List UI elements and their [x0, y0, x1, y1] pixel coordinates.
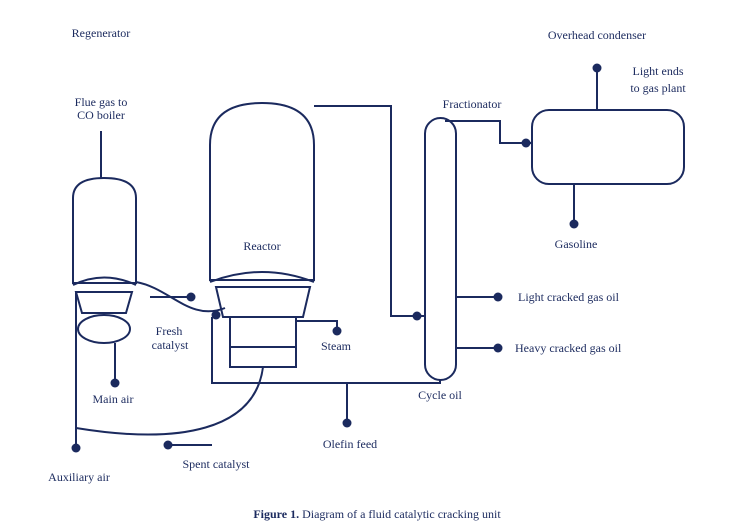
figure-number: Figure 1. [253, 507, 299, 521]
main-air-node [110, 378, 120, 388]
fresh-catalyst-node [186, 292, 196, 302]
reactor-vessel [209, 101, 315, 368]
fractionator-column [424, 117, 457, 381]
steam-line [296, 320, 338, 331]
condenser-inlet-node [521, 138, 531, 148]
overhead-vapor-line [445, 120, 532, 144]
heavy-gas-oil-node [493, 343, 503, 353]
auxiliary-air-node [71, 443, 81, 453]
cycle-oil-label: Cycle oil [418, 388, 462, 402]
olefin-feed-label: Olefin feed [323, 437, 377, 451]
light-ends-node [592, 63, 602, 73]
steam-node [332, 326, 342, 336]
flue-gas-label-2: CO boiler [77, 108, 125, 122]
regenerator-label: Regenerator [72, 26, 131, 40]
gasoline-node [569, 219, 579, 229]
steam-label: Steam [321, 339, 352, 353]
olefin-feed-node [342, 418, 352, 428]
heavy-cracked-gas-oil-label: Heavy cracked gas oil [515, 341, 622, 355]
reactor-vapor-line [314, 105, 425, 317]
regenerator-vessel [72, 176, 137, 344]
light-cracked-gas-oil-label: Light cracked gas oil [518, 290, 620, 304]
light-gas-oil-node [493, 292, 503, 302]
light-ends-label-1: Light ends [633, 64, 684, 78]
light-ends-label-2: to gas plant [630, 81, 686, 95]
catalyst-entry-node [211, 310, 221, 320]
spent-catalyst-line [75, 366, 264, 436]
figure-caption: Figure 1. Diagram of a fluid catalytic c… [253, 507, 501, 521]
overhead-condenser-label: Overhead condenser [548, 28, 646, 42]
fresh-catalyst-label-1: Fresh [156, 324, 183, 338]
cycle-oil-line [211, 317, 441, 384]
spent-catalyst-label: Spent catalyst [183, 457, 251, 471]
gasoline-label: Gasoline [555, 237, 598, 251]
overhead-condenser-drum [531, 109, 685, 185]
fresh-catalyst-label-2: catalyst [152, 338, 189, 352]
main-air-label: Main air [93, 392, 134, 406]
auxiliary-air-label: Auxiliary air [48, 470, 110, 484]
regenerated-catalyst-line [135, 281, 226, 313]
caption-text: Diagram of a fluid catalytic cracking un… [299, 507, 501, 521]
flue-gas-label-1: Flue gas to [75, 95, 128, 109]
reactor-label: Reactor [243, 239, 280, 253]
fractionator-label: Fractionator [443, 97, 502, 111]
spent-catalyst-node [163, 440, 173, 450]
fractionator-feed-node [412, 311, 422, 321]
